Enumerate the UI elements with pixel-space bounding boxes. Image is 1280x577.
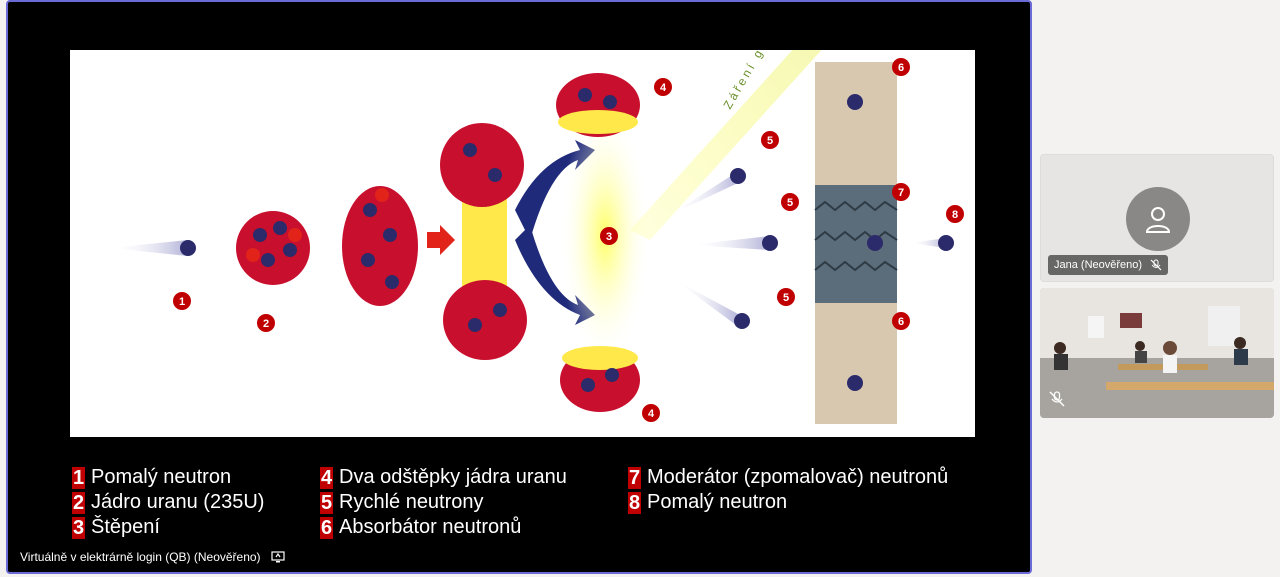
fragment-bottom bbox=[560, 346, 640, 412]
mic-off-icon bbox=[1150, 259, 1162, 271]
neutron bbox=[867, 235, 883, 251]
participant-tile-classroom[interactable] bbox=[1040, 288, 1274, 418]
label-badge bbox=[892, 312, 910, 330]
label-number: 7 bbox=[898, 187, 904, 199]
legend-item: 3 Štěpení bbox=[72, 516, 160, 539]
label-badge bbox=[761, 131, 779, 149]
legend-number: 7 bbox=[628, 466, 641, 489]
label-badge bbox=[173, 292, 191, 310]
label-number: 5 bbox=[787, 197, 793, 209]
label-number: 5 bbox=[783, 292, 789, 304]
label-number: 8 bbox=[952, 209, 958, 221]
label-number: 4 bbox=[648, 408, 655, 420]
diagram-number-label: 5 bbox=[781, 193, 799, 211]
neutron bbox=[847, 375, 863, 391]
diagram-number-label: 4 bbox=[642, 404, 660, 422]
slide-legend: 1 Pomalý neutron 2 Jádro uranu (235U) 3 … bbox=[8, 462, 1030, 552]
legend-number: 2 bbox=[72, 491, 85, 514]
neutron-trail bbox=[110, 240, 188, 256]
mic-off-icon bbox=[1049, 391, 1065, 407]
legend-number: 5 bbox=[320, 491, 333, 514]
avatar bbox=[1126, 187, 1190, 251]
legend-number: 1 bbox=[72, 466, 85, 489]
legend-text: Pomalý neutron bbox=[91, 466, 232, 488]
fissioning-nucleus bbox=[440, 123, 527, 360]
label-badge bbox=[777, 288, 795, 306]
label-badge bbox=[642, 404, 660, 422]
legend-item: 8 Pomalý neutron bbox=[628, 491, 787, 514]
legend-text: Rychlé neutrony bbox=[339, 491, 484, 513]
fission-diagram-svg: Záření gama bbox=[110, 17, 964, 424]
split-arrow-down bbox=[515, 225, 595, 325]
label-badge bbox=[892, 183, 910, 201]
label-badge bbox=[946, 205, 964, 223]
diagram-number-label: 7 bbox=[892, 183, 910, 201]
legend-text: Moderátor (zpomalovač) neutronů bbox=[647, 466, 949, 488]
legend-item: 1 Pomalý neutron bbox=[72, 466, 231, 489]
neutron-trail bbox=[690, 236, 770, 250]
legend-text: Pomalý neutron bbox=[647, 491, 788, 513]
fragment-top bbox=[556, 73, 640, 137]
participant-name-tag: Jana (Neověřeno) bbox=[1048, 255, 1169, 275]
diagram-number-label: 6 bbox=[892, 312, 910, 330]
gamma-beam bbox=[630, 25, 835, 240]
label-badge bbox=[654, 78, 672, 96]
diagram-number-label: 8 bbox=[946, 205, 964, 223]
label-badge bbox=[781, 193, 799, 211]
fission-diagram: Záření gama bbox=[70, 17, 975, 437]
presenter-label: Virtuálně v elektrárně login (QB) (Neově… bbox=[20, 550, 285, 564]
neutron-trail bbox=[670, 172, 740, 215]
legend-item: 5 Rychlé neutrony bbox=[320, 491, 484, 514]
presenter-name: Virtuálně v elektrárně login (QB) (Neově… bbox=[20, 550, 261, 564]
legend-text: Dva odštěpky jádra uranu bbox=[339, 466, 567, 488]
legend-text: Štěpení bbox=[91, 516, 160, 538]
label-number: 2 bbox=[263, 318, 269, 330]
diagram-number-label: 5 bbox=[761, 131, 779, 149]
neutron-trail bbox=[675, 280, 740, 325]
neutron bbox=[180, 240, 196, 256]
label-number: 1 bbox=[179, 296, 185, 308]
person-icon bbox=[1145, 207, 1171, 233]
legend-number: 8 bbox=[628, 491, 641, 514]
legend-text: Absorbátor neutronů bbox=[339, 516, 522, 538]
legend-number: 6 bbox=[320, 516, 333, 539]
label-badge bbox=[600, 227, 618, 245]
legend-item: 7 Moderátor (zpomalovač) neutronů bbox=[628, 466, 948, 489]
diagram-number-label: 2 bbox=[257, 314, 275, 332]
label-number: 6 bbox=[898, 316, 904, 328]
neutron bbox=[938, 235, 954, 251]
split-arrow-up bbox=[515, 140, 595, 240]
legend-item: 6 Absorbátor neutronů bbox=[320, 516, 521, 539]
neutron bbox=[847, 94, 863, 110]
participant-name: Jana (Neověřeno) bbox=[1054, 259, 1143, 271]
label-number: 3 bbox=[606, 231, 612, 243]
label-number: 5 bbox=[767, 135, 773, 147]
diagram-number-label: 1 bbox=[173, 292, 191, 310]
neutron bbox=[730, 168, 746, 184]
shared-screen[interactable]: Záření gama bbox=[6, 0, 1032, 574]
legend-item: 2 Jádro uranu (235U) bbox=[72, 491, 264, 514]
neutron bbox=[762, 235, 778, 251]
legend-item: 4 Dva odštěpky jádra uranu bbox=[320, 466, 567, 489]
participant-tile-jana[interactable]: Jana (Neověřeno) bbox=[1040, 154, 1274, 282]
classroom-video bbox=[1040, 288, 1274, 418]
label-number: 6 bbox=[898, 62, 904, 74]
legend-text: Jádro uranu (235U) bbox=[91, 491, 265, 513]
label-badge bbox=[892, 58, 910, 76]
uranium-nucleus bbox=[236, 211, 310, 285]
diagram-number-label: 4 bbox=[654, 78, 672, 96]
label-number: 4 bbox=[660, 82, 667, 94]
arrow-icon bbox=[427, 225, 455, 255]
label-badge bbox=[257, 314, 275, 332]
legend-number: 3 bbox=[72, 516, 85, 539]
screen-share-icon bbox=[270, 551, 285, 563]
diagram-number-label: 5 bbox=[777, 288, 795, 306]
excited-nucleus bbox=[342, 186, 418, 306]
neutron-trail bbox=[910, 238, 946, 248]
moderator-pattern bbox=[814, 200, 898, 272]
diagram-number-label: 6 bbox=[892, 58, 910, 76]
neutron bbox=[734, 313, 750, 329]
legend-number: 4 bbox=[320, 466, 333, 489]
diagram-number-label: 3 bbox=[600, 227, 618, 245]
